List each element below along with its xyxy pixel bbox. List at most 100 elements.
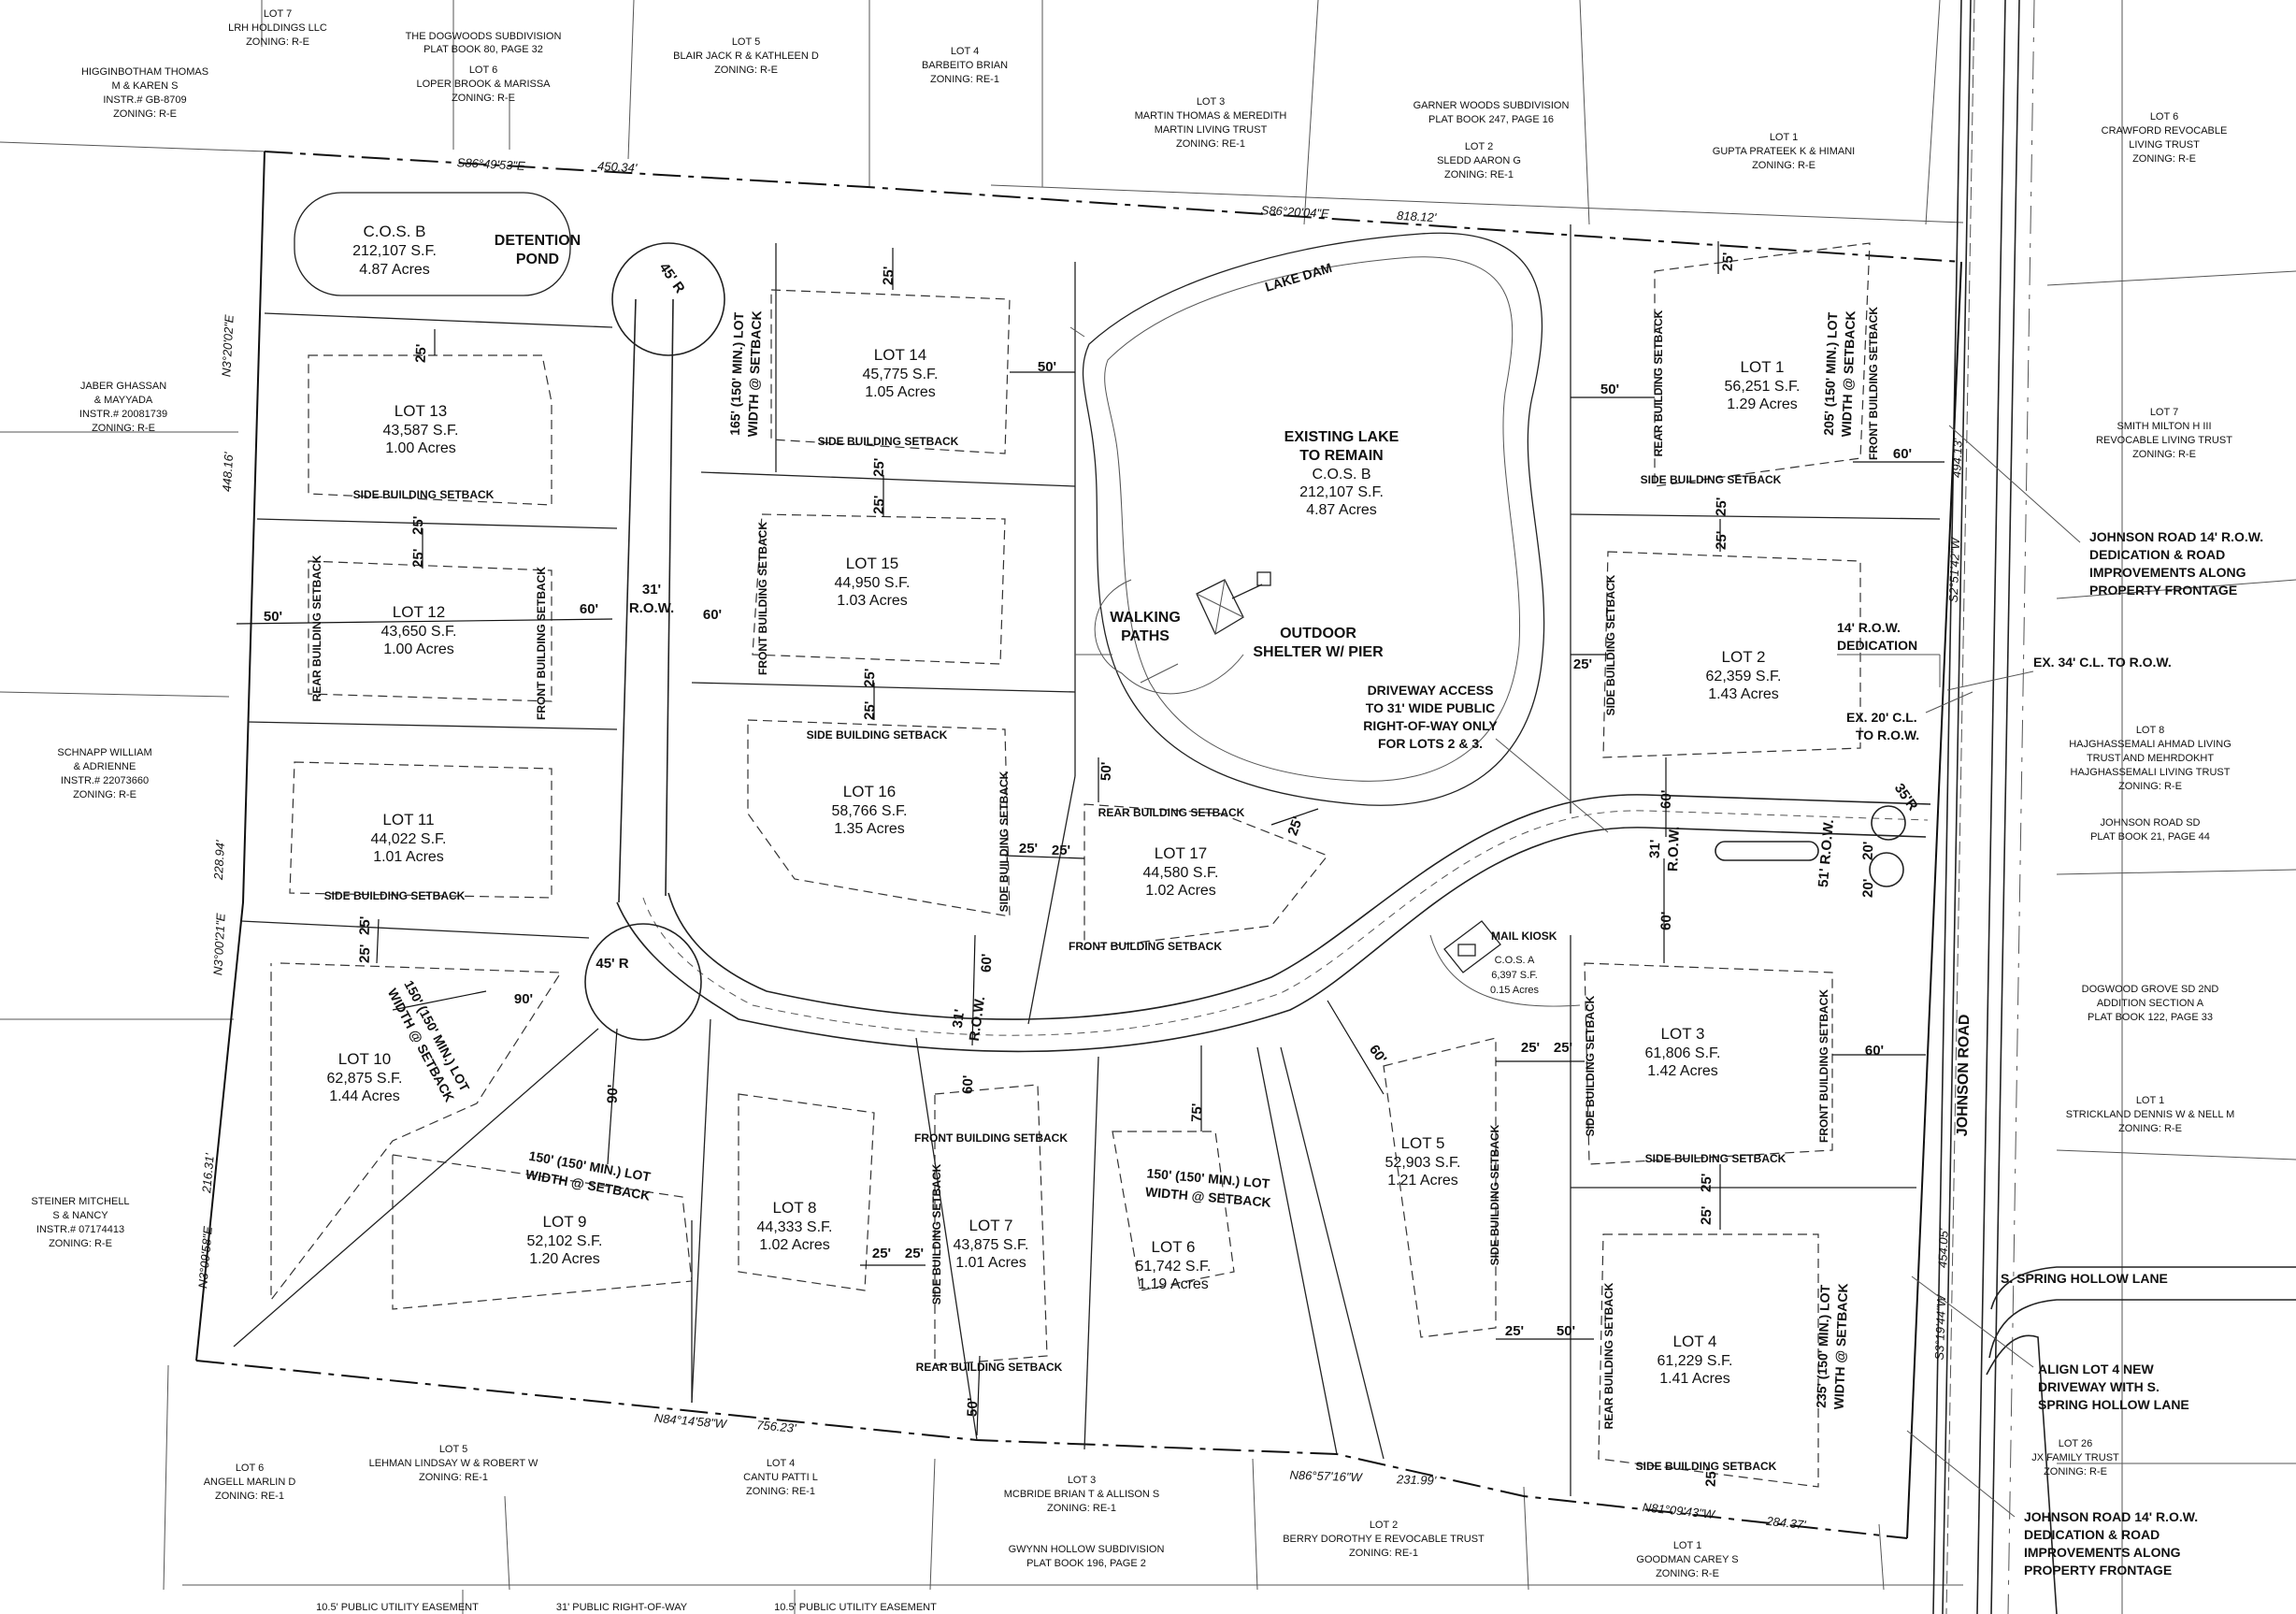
svg-text:60': 60' (703, 607, 722, 623)
svg-text:FRONT BUILDING SETBACK: FRONT BUILDING SETBACK (1817, 989, 1830, 1143)
svg-text:25': 25' (410, 548, 427, 568)
svg-text:60': 60' (1893, 446, 1912, 462)
svg-text:45' R: 45' R (596, 956, 628, 972)
svg-text:CANTU PATTI L: CANTU PATTI L (743, 1472, 818, 1483)
lot-lines (233, 224, 1941, 1496)
svg-text:CRAWFORD REVOCABLE: CRAWFORD REVOCABLE (2102, 125, 2228, 137)
svg-text:43,587 S.F.: 43,587 S.F. (383, 423, 459, 439)
lot-6: LOT 6 51,742 S.F. 1.19 Acres (1136, 1238, 1212, 1292)
svg-text:LOT 2: LOT 2 (1465, 141, 1493, 152)
svg-text:LOT 8: LOT 8 (2136, 725, 2164, 736)
svg-text:35'R: 35'R (1891, 781, 1921, 814)
svg-text:45' R: 45' R (656, 260, 688, 296)
footer-section-labels: 10.5' PUBLIC UTILITY EASEMENT 31' PUBLIC… (316, 1590, 937, 1614)
svg-text:ZONING: RE-1: ZONING: RE-1 (419, 1472, 488, 1483)
svg-text:10.5' PUBLIC UTILITY EASEMENT: 10.5' PUBLIC UTILITY EASEMENT (316, 1602, 479, 1613)
svg-text:LOPER BROOK & MARISSA: LOPER BROOK & MARISSA (416, 79, 551, 90)
svg-text:DOGWOOD GROVE SD 2ND: DOGWOOD GROVE SD 2ND (2082, 984, 2219, 995)
svg-text:LOT 4: LOT 4 (951, 46, 979, 57)
svg-text:90': 90' (514, 991, 533, 1007)
svg-text:25': 25' (410, 515, 427, 535)
svg-text:44,580 S.F.: 44,580 S.F. (1143, 865, 1219, 881)
svg-text:1.20 Acres: 1.20 Acres (529, 1251, 600, 1267)
svg-text:ZONING: R-E: ZONING: R-E (73, 789, 136, 800)
svg-text:SIDE BUILDING SETBACK: SIDE BUILDING SETBACK (807, 728, 948, 742)
svg-text:1.01 Acres: 1.01 Acres (373, 849, 444, 865)
svg-text:BERRY DOROTHY E REVOCABLE TRUS: BERRY DOROTHY E REVOCABLE TRUST (1283, 1534, 1485, 1545)
svg-text:INSTR.# 22073660: INSTR.# 22073660 (61, 775, 149, 786)
svg-text:25': 25' (1720, 252, 1737, 271)
svg-text:STRICKLAND DENNIS W & NELL M: STRICKLAND DENNIS W & NELL M (2066, 1109, 2235, 1120)
svg-text:ZONING: R-E: ZONING: R-E (113, 108, 177, 120)
svg-text:LOT 3: LOT 3 (1068, 1475, 1096, 1486)
driveway-note-3: RIGHT-OF-WAY ONLY (1363, 718, 1498, 733)
svg-text:REAR BUILDING SETBACK: REAR BUILDING SETBACK (1098, 806, 1245, 819)
svg-text:DEDICATION & ROAD: DEDICATION & ROAD (2024, 1527, 2160, 1542)
svg-text:JX FAMILY TRUST: JX FAMILY TRUST (2031, 1452, 2119, 1463)
svg-text:31' PUBLIC RIGHT-OF-WAY: 31' PUBLIC RIGHT-OF-WAY (556, 1602, 688, 1613)
svg-text:165' (150' MIN.) LOT: 165' (150' MIN.) LOT (727, 311, 747, 436)
svg-text:HAJGHASSEMALI LIVING TRUST: HAJGHASSEMALI LIVING TRUST (2071, 767, 2231, 778)
svg-text:LOT 7: LOT 7 (969, 1217, 1013, 1234)
svg-text:MARTIN THOMAS & MEREDITH: MARTIN THOMAS & MEREDITH (1135, 110, 1287, 122)
svg-text:WIDTH @ SETBACK: WIDTH @ SETBACK (1839, 310, 1858, 437)
lot-4: LOT 4 61,229 S.F. 1.41 Acres (1657, 1333, 1733, 1387)
svg-text:50': 50' (965, 1397, 982, 1417)
cos-a-sf: 6,397 S.F. (1491, 970, 1538, 981)
svg-text:LOT 5: LOT 5 (439, 1444, 467, 1455)
pond-label-2: POND (516, 252, 559, 267)
svg-text:58,766 S.F.: 58,766 S.F. (832, 803, 908, 819)
svg-text:25': 25' (1019, 841, 1038, 857)
svg-text:LOT 2: LOT 2 (1722, 648, 1766, 666)
svg-text:SIDE BUILDING SETBACK: SIDE BUILDING SETBACK (324, 889, 466, 902)
lot-11: LOT 11 44,022 S.F. 1.01 Acres (371, 811, 447, 865)
svg-text:228.94': 228.94' (211, 840, 227, 881)
svg-text:SIDE BUILDING SETBACK: SIDE BUILDING SETBACK (1641, 473, 1782, 486)
svg-text:1.43 Acres: 1.43 Acres (1708, 686, 1779, 702)
svg-text:PROPERTY FRONTAGE: PROPERTY FRONTAGE (2089, 583, 2237, 598)
svg-text:S & NANCY: S & NANCY (52, 1210, 108, 1221)
svg-text:62,875 S.F.: 62,875 S.F. (327, 1071, 403, 1087)
svg-text:LOT 14: LOT 14 (874, 346, 926, 364)
svg-text:ZONING: R-E: ZONING: R-E (1752, 160, 1815, 171)
svg-text:LOT 15: LOT 15 (846, 555, 898, 572)
svg-text:60': 60' (979, 953, 996, 973)
svg-text:20': 20' (1860, 878, 1877, 898)
svg-text:JOHNSON ROAD SD: JOHNSON ROAD SD (2101, 817, 2201, 829)
svg-text:ZONING: R-E: ZONING: R-E (2132, 153, 2196, 165)
svg-text:1.02 Acres: 1.02 Acres (759, 1237, 830, 1253)
svg-text:SIDE BUILDING SETBACK: SIDE BUILDING SETBACK (1584, 995, 1597, 1136)
mail-kiosk-icon (1429, 920, 1581, 1007)
svg-text:GARNER WOODS SUBDIVISION: GARNER WOODS SUBDIVISION (1413, 100, 1570, 111)
svg-text:R.O.W.: R.O.W. (1665, 826, 1683, 872)
setback-labels: SIDE BUILDING SETBACK SIDE BUILDING SETB… (310, 307, 1880, 1473)
svg-text:45,775 S.F.: 45,775 S.F. (863, 367, 939, 382)
svg-text:LOT 11: LOT 11 (382, 811, 434, 829)
boundary-bearings: S86°49'53"E 450.34' S86°20'04"E 818.12' … (195, 155, 1965, 1532)
svg-text:& MAYYADA: & MAYYADA (94, 395, 153, 406)
shelter-pier-icon (1196, 571, 1271, 635)
cos-a-name: C.O.S. A (1495, 955, 1535, 966)
svg-text:1.42 Acres: 1.42 Acres (1647, 1063, 1718, 1079)
svg-text:SIDE BUILDING SETBACK: SIDE BUILDING SETBACK (1488, 1124, 1501, 1265)
interior-road (584, 242, 1931, 1053)
svg-text:25': 25' (1714, 530, 1730, 550)
svg-text:SIDE BUILDING SETBACK: SIDE BUILDING SETBACK (1636, 1460, 1777, 1473)
svg-text:50': 50' (1600, 382, 1619, 397)
svg-text:PLAT BOOK 122, PAGE 33: PLAT BOOK 122, PAGE 33 (2088, 1012, 2213, 1023)
svg-text:ZONING: R-E: ZONING: R-E (2044, 1466, 2107, 1477)
svg-text:25': 25' (1505, 1323, 1524, 1339)
svg-text:INSTR.# GB-8709: INSTR.# GB-8709 (103, 94, 186, 106)
svg-text:ZONING: R-E: ZONING: R-E (452, 93, 515, 104)
svg-text:FRONT BUILDING SETBACK: FRONT BUILDING SETBACK (1069, 940, 1222, 953)
svg-text:LRH HOLDINGS LLC: LRH HOLDINGS LLC (228, 22, 327, 34)
svg-text:TRUST AND MEHRDOKHT: TRUST AND MEHRDOKHT (2087, 753, 2214, 764)
svg-text:JOHNSON ROAD 14' R.O.W.: JOHNSON ROAD 14' R.O.W. (2089, 529, 2263, 544)
svg-text:LOT 13: LOT 13 (395, 402, 447, 420)
svg-text:LOT 6: LOT 6 (469, 65, 497, 76)
svg-text:25': 25' (871, 457, 888, 477)
svg-text:60': 60' (580, 601, 598, 617)
svg-text:ADDITION SECTION A: ADDITION SECTION A (2097, 998, 2204, 1009)
